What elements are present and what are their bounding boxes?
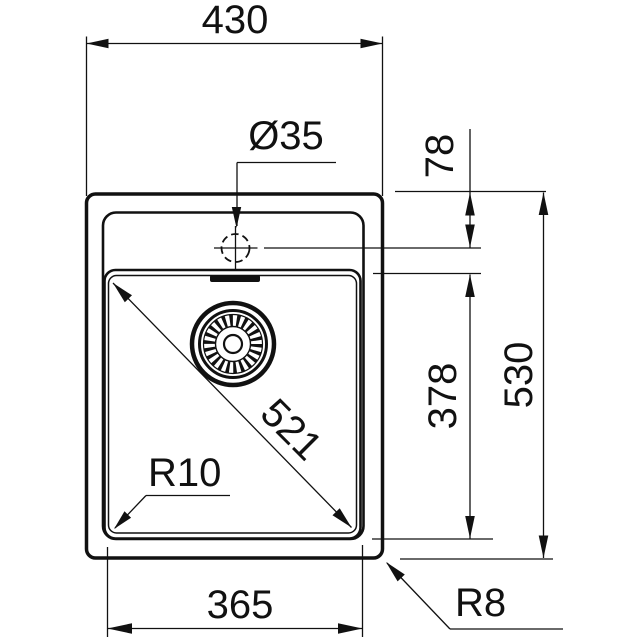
sink-rim-inner-edge <box>101 211 365 541</box>
faucet-hole-circle <box>220 233 251 263</box>
arrowhead-down-icon <box>231 207 242 228</box>
dimension-faucet-center-offset: 78 <box>264 129 546 249</box>
arrowhead-right-icon <box>360 38 383 49</box>
dimension-bowl-depth: 378 <box>372 272 493 540</box>
arrowhead-right-icon <box>338 623 363 634</box>
arrowhead-up-icon <box>465 274 475 297</box>
bowl-diagonal-label: 521 <box>252 391 330 469</box>
strainer-slots <box>203 314 263 374</box>
dimension-overall-depth: 530 <box>400 192 553 560</box>
arrowhead-downleft-icon <box>114 511 132 529</box>
arrowhead-left-icon <box>107 623 132 634</box>
faucet-center-offset-label: 78 <box>418 134 462 179</box>
bowl-depth-label: 378 <box>421 363 465 430</box>
arrowhead-up-icon <box>538 192 549 215</box>
overall-depth-label: 530 <box>497 342 541 409</box>
arrowhead-upleft-icon <box>113 283 132 303</box>
strainer-center-knob <box>222 333 244 355</box>
overflow-slot <box>210 275 260 282</box>
dimension-overall-width: 430 <box>85 0 384 196</box>
sink-outer-edge <box>84 192 385 560</box>
dimension-bowl-width: 365 <box>106 545 364 637</box>
faucet-hole-icon <box>214 226 258 271</box>
faucet-hole-diameter-label: Ø35 <box>248 114 324 158</box>
bowl-outer-edge <box>103 268 362 540</box>
dimension-faucet-hole-diameter: Ø35 <box>231 114 336 228</box>
arrowhead-down-icon <box>465 224 475 248</box>
arrowhead-left-icon <box>86 38 109 49</box>
dimension-outer-corner-radius: R8 <box>386 562 563 630</box>
bowl-width-label: 365 <box>207 583 274 627</box>
arrowhead-down-icon <box>465 516 475 539</box>
arrowhead-upleft-icon <box>386 562 405 582</box>
dimension-line <box>112 282 352 528</box>
strainer-slot-inner-ring <box>214 325 252 363</box>
dimension-bowl-corner-radius: R10 <box>114 451 230 529</box>
arrowhead-up-icon <box>465 192 475 216</box>
bowl-corner-radius-label: R10 <box>148 451 221 495</box>
strainer-outer-ring <box>198 309 268 379</box>
overall-width-label: 430 <box>202 0 269 42</box>
outer-corner-radius-label: R8 <box>455 581 506 625</box>
arrowhead-down-icon <box>538 535 549 558</box>
strainer-flange-ring <box>189 300 277 388</box>
drain-strainer-icon <box>189 300 277 388</box>
arrowhead-downright-icon <box>332 508 352 528</box>
